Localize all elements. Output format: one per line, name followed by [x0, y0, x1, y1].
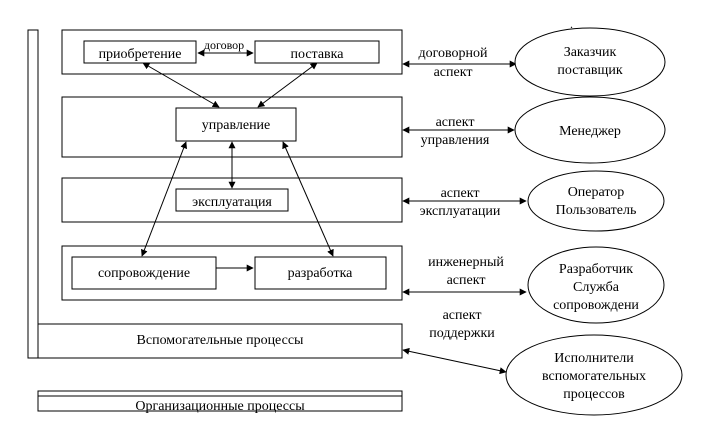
- auxiliary-label: Вспомогательные процессы: [137, 333, 305, 348]
- management-aspect-line1: аспект: [436, 115, 475, 130]
- supplier-label: поставщик: [557, 63, 622, 78]
- auxiliary-word-label: вспомогательных: [542, 369, 646, 384]
- operation-aspect-line2: эксплуатации: [420, 204, 501, 219]
- supply-management-arrow: [257, 62, 318, 108]
- corner-mark: .: [570, 17, 573, 31]
- organizational-label: Организационные процессы: [135, 399, 305, 414]
- contract-aspect-line2: аспект: [434, 65, 473, 80]
- maintenance-service-label: сопровождени: [553, 298, 639, 313]
- auxiliary-executors-ellipse: [505, 334, 683, 416]
- outer-frame-left: [27, 29, 39, 359]
- manager-label: Менеджер: [559, 124, 621, 139]
- management-maintenance-arrow: [141, 141, 187, 257]
- service-label: Служба: [573, 280, 620, 295]
- acquisition-label: приобретение: [99, 47, 182, 62]
- contract-aspect-line1: договорной: [418, 46, 488, 61]
- support-aspect-line2: поддержки: [429, 326, 495, 341]
- management-aspect-line2: управления: [421, 133, 490, 148]
- maintenance-label: сопровождение: [98, 266, 190, 281]
- processes-word-label: процессов: [563, 387, 625, 402]
- contract-label: договор: [204, 38, 244, 52]
- operator-user-ellipse: [527, 170, 665, 232]
- developer-label: Разработчик: [559, 262, 633, 277]
- user-label: Пользователь: [556, 203, 637, 218]
- executors-label: Исполнители: [554, 351, 634, 366]
- maintenance-box: [71, 256, 217, 290]
- manager-ellipse: [514, 96, 666, 164]
- management-box: [175, 107, 297, 142]
- engineering-aspect-line1: инженерный: [428, 255, 504, 270]
- operation-aspect-line1: аспект: [441, 186, 480, 201]
- supply-label: поставка: [291, 47, 345, 62]
- operation-label: эксплуатация: [192, 195, 272, 210]
- customer-supplier-ellipse: [514, 27, 666, 97]
- operator-label: Оператор: [568, 185, 625, 200]
- development-box: [254, 256, 387, 290]
- support-aspect-arrow: [402, 347, 507, 375]
- management-label: управление: [202, 118, 271, 133]
- support-aspect-line1: аспект: [443, 308, 482, 323]
- management-development-arrow: [282, 141, 334, 257]
- engineering-aspect-line2: аспект: [447, 273, 486, 288]
- development-label: разработка: [288, 266, 354, 281]
- acquisition-management-arrow: [142, 62, 220, 108]
- auxiliary-block: [37, 323, 403, 359]
- customer-label: Заказчик: [564, 45, 617, 60]
- developer-maintenance-ellipse: [527, 246, 665, 324]
- acquisition-box: [83, 40, 197, 64]
